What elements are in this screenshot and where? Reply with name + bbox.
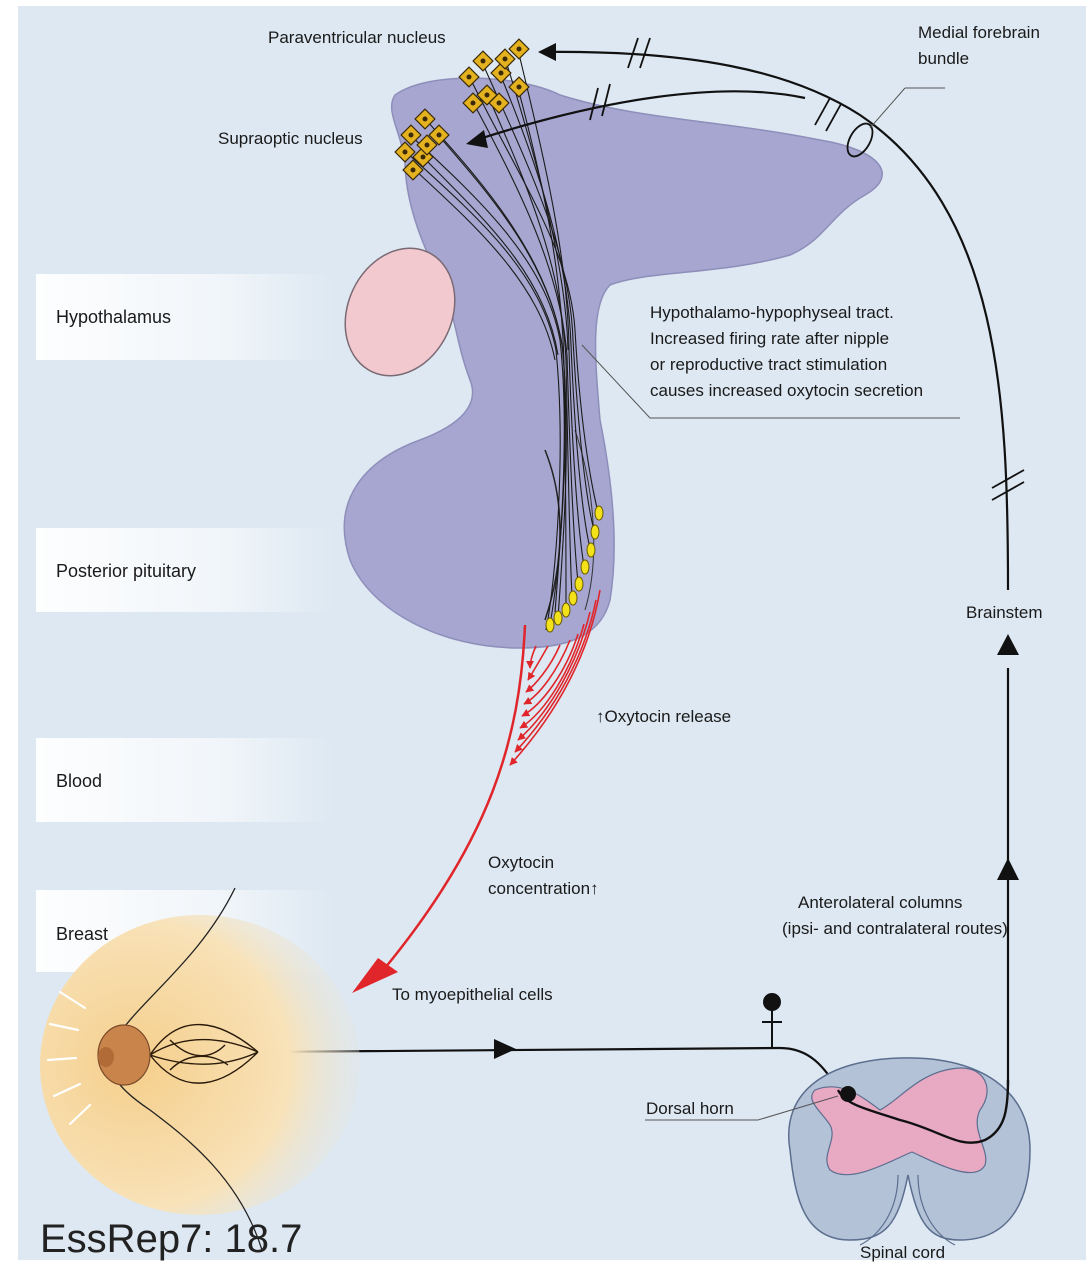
region-label-blood: Blood [56, 771, 102, 791]
dorsal-root-ganglion [763, 993, 781, 1011]
label-tract-3: or reproductive tract stimulation [650, 355, 887, 374]
region-box-hypothalamus: Hypothalamus [36, 274, 336, 360]
region-label-breast: Breast [56, 924, 108, 944]
label-spinal-cord: Spinal cord [860, 1243, 945, 1262]
label-medial-forebrain-1: Medial forebrain [918, 23, 1040, 42]
dorsal-horn-synapse [840, 1086, 856, 1102]
label-tract-4: causes increased oxytocin secretion [650, 381, 923, 400]
region-label-posterior-pituitary: Posterior pituitary [56, 561, 196, 581]
label-brainstem: Brainstem [966, 603, 1043, 622]
label-supraoptic-nucleus: Supraoptic nucleus [218, 129, 363, 148]
label-tract-2: Increased firing rate after nipple [650, 329, 889, 348]
region-box-posterior-pituitary: Posterior pituitary [36, 528, 336, 612]
label-anterolateral-1: Anterolateral columns [798, 893, 962, 912]
label-oxytocin-release: ↑Oxytocin release [596, 707, 731, 726]
region-box-blood: Blood [36, 738, 336, 822]
label-dorsal-horn: Dorsal horn [646, 1099, 734, 1118]
label-oxytocin-concentration-2: concentration↑ [488, 879, 599, 898]
label-myoepithelial-cells: To myoepithelial cells [392, 985, 553, 1004]
label-tract-1: Hypothalamo-hypophyseal tract. [650, 303, 894, 322]
label-oxytocin-concentration-1: Oxytocin [488, 853, 554, 872]
label-medial-forebrain-2: bundle [918, 49, 969, 68]
figure-caption: EssRep7: 18.7 [40, 1217, 302, 1261]
label-anterolateral-2: (ipsi- and contralateral routes) [782, 919, 1008, 938]
region-label-hypothalamus: Hypothalamus [56, 307, 171, 327]
label-paraventricular-nucleus: Paraventricular nucleus [268, 28, 446, 47]
